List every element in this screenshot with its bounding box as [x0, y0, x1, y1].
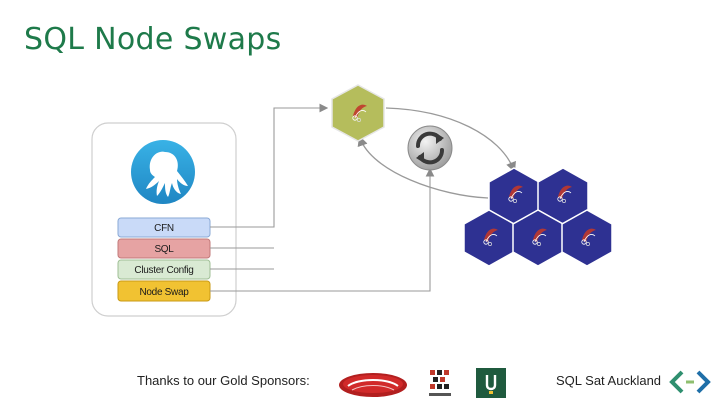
- radacad-logo: [429, 370, 451, 396]
- swap-arrow-out: [385, 107, 516, 173]
- swap-arrow-in: [357, 135, 489, 199]
- connector-cfn: [210, 103, 329, 228]
- swap-loop: [357, 107, 516, 199]
- sponsors-thanks-text: Thanks to our Gold Sponsors:: [137, 373, 310, 388]
- sql-server-node-icon: [331, 84, 385, 142]
- sql-saturday-logo: [669, 370, 711, 394]
- octopus-icon: [131, 140, 195, 204]
- sql-server-cluster-icon: [463, 167, 613, 267]
- connector-node-swap: [210, 167, 435, 292]
- cluster-node: [561, 209, 613, 267]
- stack-label-cluster-config: Cluster Config: [134, 265, 193, 276]
- stack-label-cfn: CFN: [154, 223, 174, 234]
- event-name-text: SQL Sat Auckland: [556, 373, 662, 388]
- green-sponsor-logo: [476, 368, 506, 398]
- refresh-icon: [407, 125, 453, 171]
- connector-lines: [210, 103, 435, 292]
- stack-label-sql: SQL: [154, 244, 174, 255]
- wardy-it-logo: [339, 373, 407, 397]
- stack-label-node-swap: Node Swap: [140, 287, 190, 298]
- slide-title: SQL Node Swaps: [24, 22, 282, 57]
